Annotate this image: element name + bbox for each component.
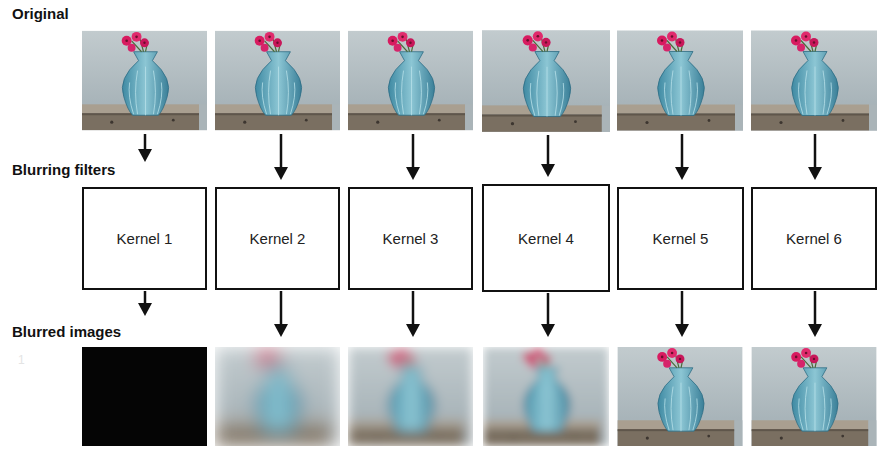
blurred-photo <box>348 347 473 446</box>
section-heading: Blurred images <box>12 323 121 340</box>
flow-arrows <box>138 134 822 337</box>
blurred-photo <box>618 347 743 446</box>
original-photo <box>82 31 207 130</box>
original-photo <box>751 31 877 131</box>
blurred-photo <box>215 347 340 446</box>
section-heading: Blurring filters <box>12 161 115 178</box>
section-heading: Original <box>12 5 69 22</box>
kernel-label: Kernel 6 <box>786 230 842 247</box>
blurred-photo <box>484 347 609 446</box>
original-photo <box>348 31 473 130</box>
blurred-photo <box>752 347 877 446</box>
kernel-label: Kernel 4 <box>518 230 574 247</box>
kernel-label: Kernel 2 <box>250 230 306 247</box>
kernel-box: Kernel 4 <box>482 184 610 292</box>
kernel-label: Kernel 1 <box>117 230 173 247</box>
original-photo <box>215 31 340 130</box>
original-photo <box>617 31 743 131</box>
faint-number: 1 <box>18 353 25 367</box>
kernel-label: Kernel 3 <box>383 230 439 247</box>
kernel-box: Kernel 6 <box>751 187 877 290</box>
kernel-label: Kernel 5 <box>653 230 709 247</box>
kernel-box: Kernel 5 <box>617 187 744 290</box>
original-photo <box>482 30 610 132</box>
kernel-box: Kernel 2 <box>215 187 340 290</box>
kernel-box: Kernel 3 <box>348 187 473 290</box>
kernel-box: Kernel 1 <box>82 187 207 290</box>
blurred-photo <box>82 347 207 446</box>
